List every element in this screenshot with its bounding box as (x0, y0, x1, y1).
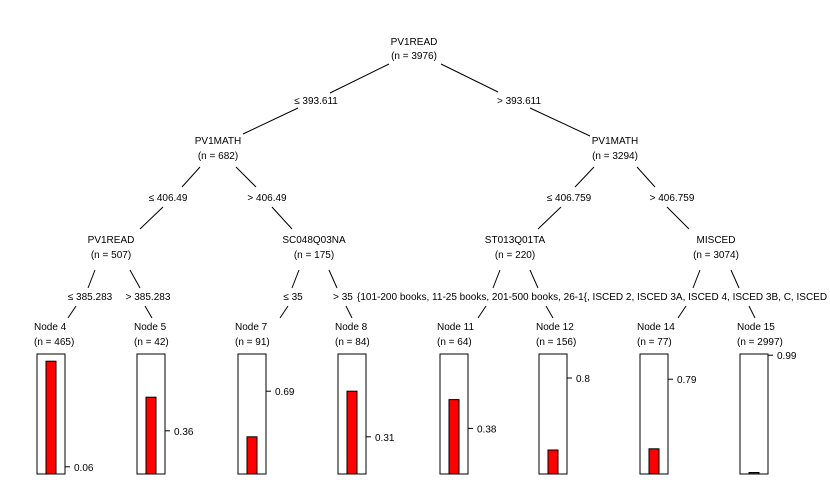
terminal-node-4-n: (n = 84) (335, 337, 370, 348)
edge-st-left-lower (477, 305, 487, 319)
edge-root-right (440, 63, 499, 93)
terminal-node-7-label: Node 14 (637, 322, 675, 333)
tree-edges (67, 63, 756, 319)
edge-math-right-right-lower (666, 206, 690, 230)
edge-sc-right-lower (345, 305, 353, 319)
edge-sc-right (328, 269, 338, 289)
terminal-node-7-n: (n = 77) (637, 337, 672, 348)
node-root-n: (n = 3976) (391, 51, 437, 62)
terminal-node-7-tick-label: 0.79 (677, 375, 697, 386)
node-root-label: PV1READ (391, 37, 438, 48)
edge-st-right-lower (545, 305, 554, 319)
terminal-node-5-label: Node 11 (437, 322, 475, 333)
terminal-node-6-tick-label: 0.8 (576, 374, 590, 385)
terminal-node-7-bar (648, 448, 660, 475)
terminal-node-5-tick-label: 0.38 (477, 424, 497, 435)
terminal-node-5-n: (n = 64) (437, 337, 472, 348)
split-root-right: > 393.611 (497, 96, 541, 107)
terminal-node-8-tick-label: 0.99 (777, 351, 797, 362)
edge-misced-left-lower (677, 305, 687, 319)
split-math-left-right: > 406.49 (247, 193, 287, 204)
terminal-node-4-bar (346, 390, 358, 475)
edge-sc-left-lower (279, 305, 289, 319)
node-pv1math-left-n: (n = 682) (198, 151, 238, 162)
node-st013q01ta-n: (n = 220) (495, 250, 535, 261)
terminal-node-4-tick-label: 0.31 (375, 433, 395, 444)
edge-root-left-lower (242, 107, 299, 135)
terminal-node-1-label: Node 4 (34, 322, 67, 333)
edge-read-left-lower (67, 305, 77, 319)
edge-math-left-left (181, 166, 201, 188)
terminal-node-8-n: (n = 2997) (737, 337, 783, 348)
split-root-left: ≤ 393.611 (294, 96, 338, 107)
node-pv1read-2-n: (n = 507) (91, 250, 131, 261)
split-labels: ≤ 393.611 > 393.611 ≤ 406.49 > 406.49 ≤ … (68, 96, 830, 303)
edge-st-left (492, 269, 501, 289)
terminal-node-1-n: (n = 465) (34, 337, 74, 348)
edge-read-right (129, 269, 141, 289)
terminal-node-3-tick-label: 0.69 (275, 387, 295, 398)
edge-read-right-lower (144, 305, 153, 319)
split-sc-right: > 35 (333, 292, 353, 303)
terminal-node-1-tick-label: 0.06 (74, 463, 94, 474)
terminal-node-6-n: (n = 156) (536, 337, 576, 348)
terminal-node-6-bar (547, 449, 559, 475)
inner-nodes: PV1READ (n = 3976) PV1MATH (n = 682) PV1… (88, 37, 739, 261)
terminal-node-1-bar (45, 360, 57, 475)
terminal-node-8-label: Node 15 (737, 322, 775, 333)
edge-read-left (87, 269, 96, 289)
node-pv1math-right-n: (n = 3294) (592, 151, 638, 162)
terminal-node-8-panel (739, 353, 769, 475)
edge-root-right-lower (529, 107, 591, 137)
node-sc048q03na-label: SC048Q03NA (282, 235, 346, 246)
edge-st-right (529, 269, 539, 289)
split-st013-misced-line: {101-200 books, 11-25 books, 201-500 boo… (357, 292, 830, 303)
split-math-right-right: > 406.759 (650, 193, 695, 204)
terminal-node-2-tick-label: 0.36 (174, 427, 194, 438)
edge-math-right-left-lower (537, 206, 562, 230)
node-pv1math-right-label: PV1MATH (592, 136, 639, 147)
edge-math-left-left-lower (139, 206, 164, 230)
terminal-nodes: Node 4 (n = 465) 0.06 Node 5 (n = 42) 0.36 Nod… (34, 322, 797, 475)
terminal-node-6-label: Node 12 (536, 322, 574, 333)
node-misced-label: MISCED (697, 235, 736, 246)
edge-math-right-left (574, 166, 595, 188)
terminal-node-4-label: Node 8 (335, 322, 368, 333)
split-math-right-left: ≤ 406.759 (547, 193, 592, 204)
terminal-node-2-bar (145, 396, 157, 475)
split-read-right: > 385.283 (126, 292, 171, 303)
node-misced-n: (n = 3074) (693, 250, 739, 261)
terminal-node-2-n: (n = 42) (134, 337, 169, 348)
node-pv1read-2-label: PV1READ (88, 235, 135, 246)
edge-math-left-right-lower (271, 206, 293, 230)
terminal-node-3-bar (246, 436, 258, 475)
terminal-node-5-bar (448, 399, 460, 475)
node-st013q01ta-label: ST013Q01TA (485, 235, 546, 246)
terminal-node-8-bar (748, 472, 760, 475)
split-math-left-left: ≤ 406.49 (149, 193, 188, 204)
terminal-node-3-n: (n = 91) (235, 337, 270, 348)
terminal-node-2-label: Node 5 (134, 322, 167, 333)
split-read-left: ≤ 385.283 (68, 292, 113, 303)
edge-math-right-right (636, 166, 656, 188)
node-pv1math-left-label: PV1MATH (195, 136, 242, 147)
terminal-node-3-label: Node 7 (235, 322, 268, 333)
node-sc048q03na-n: (n = 175) (294, 250, 334, 261)
edge-misced-left (692, 269, 701, 289)
edge-sc-left (291, 269, 300, 289)
edge-math-left-right (235, 166, 257, 188)
split-sc-left: ≤ 35 (283, 292, 303, 303)
edge-misced-right-lower (748, 305, 756, 319)
edge-root-left (329, 63, 390, 94)
edge-misced-right (730, 269, 740, 289)
